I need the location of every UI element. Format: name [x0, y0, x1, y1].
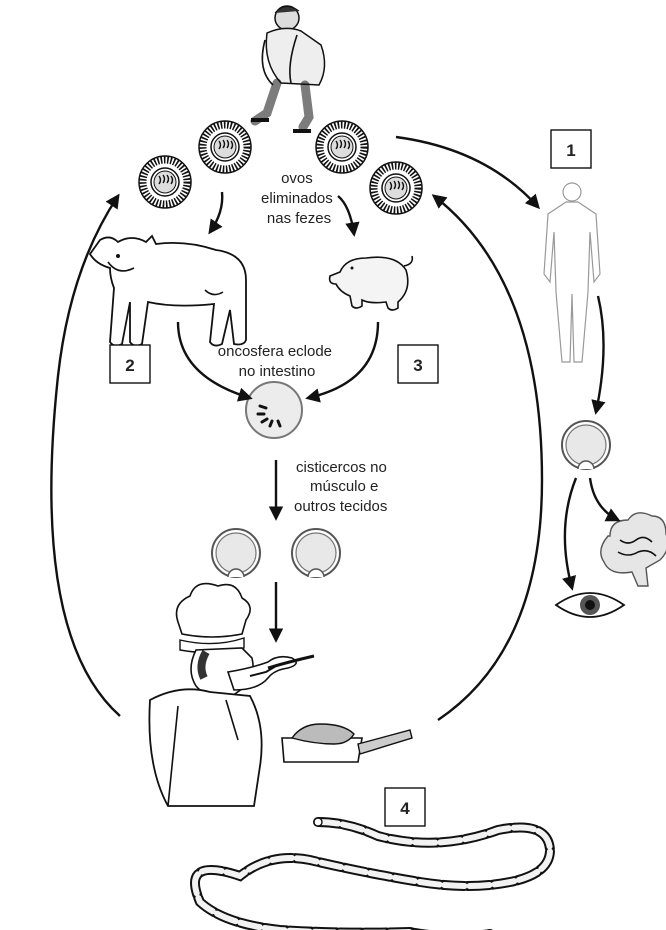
human-figure-icon	[543, 182, 601, 363]
cysticercus-icon	[211, 528, 261, 578]
step-2-box: 2	[109, 344, 151, 384]
svg-text:4: 4	[400, 799, 410, 818]
chef-icon	[148, 582, 315, 807]
step-4-box: 4	[384, 787, 426, 827]
egg-icon	[139, 156, 191, 208]
eye-icon	[554, 592, 626, 618]
eggs-label: ovos eliminados nas fezes	[261, 170, 337, 227]
svg-text:2: 2	[125, 356, 134, 375]
tapeworm-icon	[190, 817, 556, 930]
step-3-box: 3	[397, 344, 439, 384]
oncosphere-icon	[245, 381, 303, 439]
step-1-box: 1	[550, 129, 592, 169]
pig-icon	[328, 255, 414, 311]
human-defecating-icon	[250, 5, 326, 133]
cysticercus-icon	[291, 528, 341, 578]
egg-icon	[370, 162, 422, 214]
egg-icon	[316, 121, 368, 173]
cow-icon	[88, 234, 247, 347]
cysticerci-label: cisticercos no músculo e outros tecidos	[294, 459, 391, 515]
oncosphere-label: oncosfera eclode no intestino	[218, 343, 336, 380]
cycle-arrows	[50, 135, 621, 721]
svg-text:1: 1	[566, 141, 575, 160]
cysticercus-icon	[561, 420, 611, 470]
egg-icon	[199, 121, 251, 173]
svg-text:3: 3	[413, 356, 422, 375]
brain-icon	[600, 512, 666, 587]
meat-pan-icon	[281, 723, 413, 763]
